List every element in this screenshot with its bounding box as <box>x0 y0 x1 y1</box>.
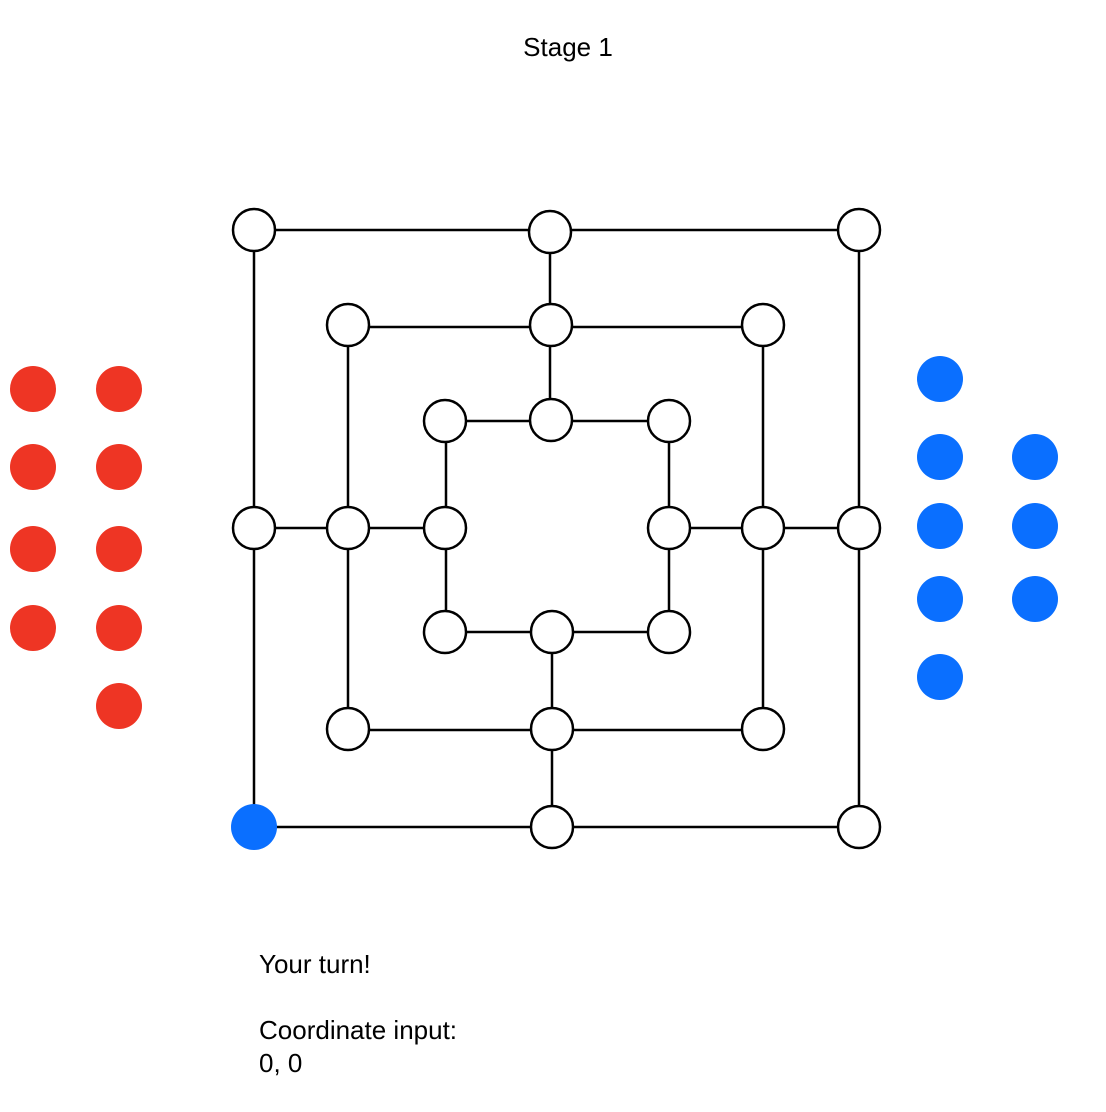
board-point[interactable] <box>529 804 575 850</box>
board-point[interactable] <box>529 706 575 752</box>
board-point[interactable] <box>231 207 277 253</box>
blue-piece[interactable] <box>917 654 963 700</box>
stage-title: Stage 1 <box>523 32 613 62</box>
blue-piece[interactable] <box>1012 434 1058 480</box>
board-point[interactable] <box>325 302 371 348</box>
board-point[interactable] <box>836 207 882 253</box>
board-point[interactable] <box>325 505 371 551</box>
board-point[interactable] <box>528 302 574 348</box>
red-reserve <box>10 366 142 729</box>
red-piece[interactable] <box>96 366 142 412</box>
blue-piece[interactable] <box>917 576 963 622</box>
blue-reserve <box>917 356 1058 700</box>
board-point[interactable] <box>231 505 277 551</box>
board-point[interactable] <box>740 706 786 752</box>
coordinate-value: 0, 0 <box>259 1048 303 1078</box>
board-point[interactable] <box>646 505 692 551</box>
red-piece[interactable] <box>10 605 56 651</box>
blue-piece-placed[interactable] <box>231 804 277 850</box>
board-point[interactable] <box>527 209 573 255</box>
board-point[interactable] <box>528 397 574 443</box>
red-piece[interactable] <box>96 683 142 729</box>
coordinate-label: Coordinate input: <box>259 1015 458 1045</box>
board-point[interactable] <box>836 505 882 551</box>
board-point[interactable] <box>740 302 786 348</box>
board-point[interactable] <box>325 706 371 752</box>
board-point[interactable] <box>836 804 882 850</box>
board-point[interactable] <box>422 398 468 444</box>
red-piece[interactable] <box>10 366 56 412</box>
red-piece[interactable] <box>96 605 142 651</box>
red-piece[interactable] <box>10 526 56 572</box>
red-piece[interactable] <box>96 526 142 572</box>
status-panel: Your turn! Coordinate input: 0, 0 <box>259 948 457 1080</box>
board-points <box>231 207 882 850</box>
blue-piece[interactable] <box>1012 576 1058 622</box>
red-piece[interactable] <box>10 444 56 490</box>
board-point[interactable] <box>646 398 692 444</box>
spacer <box>259 981 457 1014</box>
blue-piece[interactable] <box>917 503 963 549</box>
board-point[interactable] <box>740 505 786 551</box>
board-point[interactable] <box>646 609 692 655</box>
turn-message: Your turn! <box>259 949 371 979</box>
board-point[interactable] <box>529 609 575 655</box>
board-point[interactable] <box>422 609 468 655</box>
blue-piece[interactable] <box>917 434 963 480</box>
board-point[interactable] <box>422 505 468 551</box>
red-piece[interactable] <box>96 444 142 490</box>
blue-piece[interactable] <box>1012 503 1058 549</box>
blue-piece[interactable] <box>917 356 963 402</box>
